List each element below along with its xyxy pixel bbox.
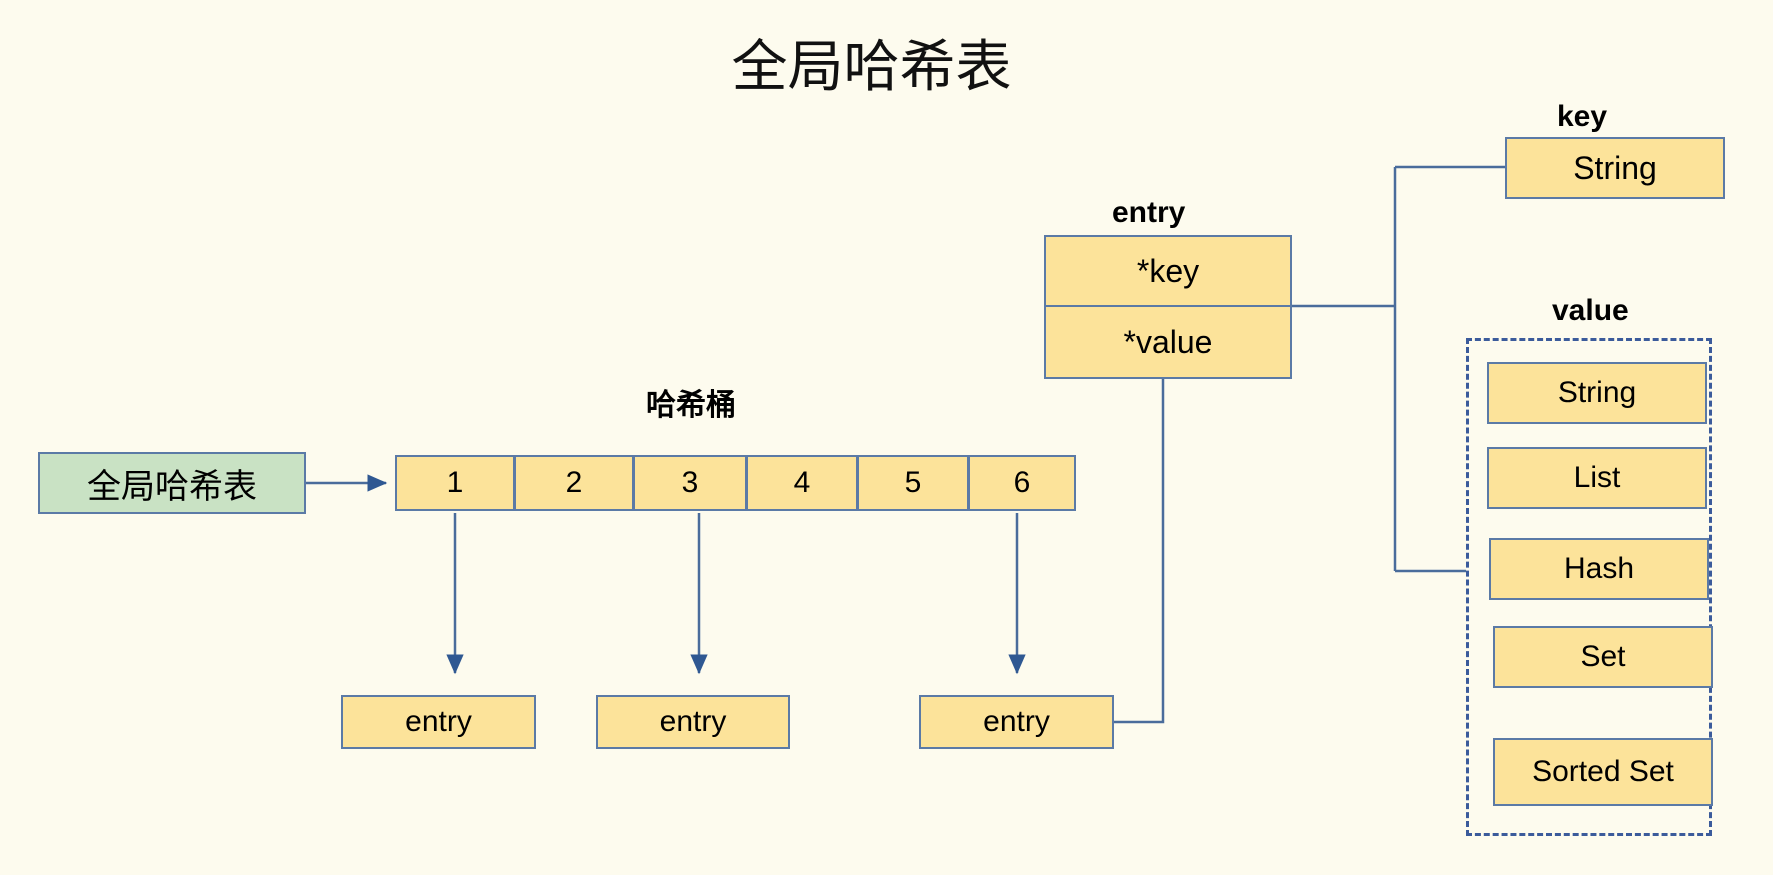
entry-detail-label: entry (1112, 196, 1186, 229)
bucket-cell-4-label: 4 (793, 466, 811, 499)
bucket-cell-5-label: 5 (904, 466, 922, 499)
value-type-set-label: Set (1580, 640, 1626, 673)
value-types-group (1466, 338, 1712, 836)
bucket-cell-5[interactable]: 5 (857, 455, 969, 511)
page-title-text: 全局哈希表 (731, 35, 1012, 98)
key-type-string-label: String (1573, 149, 1657, 186)
value-type-string-label: String (1557, 376, 1637, 409)
entry-detail-value-label: *value (1123, 323, 1213, 360)
entry-detail-value-field[interactable]: *value (1044, 305, 1292, 379)
bucket-cell-4[interactable]: 4 (746, 455, 858, 511)
value-type-sorted-set[interactable]: Sorted Set (1493, 738, 1713, 806)
entry-detail-key-label: *key (1136, 252, 1200, 289)
bucket-cell-3[interactable]: 3 (633, 455, 747, 511)
bucket-cell-6[interactable]: 6 (968, 455, 1076, 511)
bucket-cell-2-label: 2 (565, 466, 583, 499)
value-type-sorted-set-label: Sorted Set (1532, 755, 1674, 788)
global-hash-table-label: 全局哈希表 (87, 467, 257, 506)
hash-bucket-section-label: 哈希桶 (646, 389, 736, 422)
key-type-string[interactable]: String (1505, 137, 1725, 199)
entry-box-1[interactable]: entry (341, 695, 536, 749)
entry-box-2[interactable]: entry (596, 695, 790, 749)
entry-box-1-label: entry (405, 705, 472, 738)
value-section-label: value (1552, 294, 1629, 327)
value-type-list[interactable]: List (1487, 447, 1707, 509)
bucket-cell-6-label: 6 (1013, 466, 1031, 499)
entry-box-3-label: entry (983, 705, 1050, 738)
entry-detail-key-field[interactable]: *key (1044, 235, 1292, 307)
global-hash-table-box[interactable]: 全局哈希表 (38, 452, 306, 514)
value-type-list-label: List (1573, 461, 1621, 494)
entry-box-3[interactable]: entry (919, 695, 1114, 749)
value-type-hash-label: Hash (1563, 552, 1635, 585)
value-type-set[interactable]: Set (1493, 626, 1713, 688)
value-type-hash[interactable]: Hash (1489, 538, 1709, 600)
entry-box-2-label: entry (659, 705, 727, 738)
wire-value-to-entry3 (1114, 379, 1165, 724)
bucket-cell-3-label: 3 (681, 466, 699, 499)
bucket-cell-1[interactable]: 1 (395, 455, 515, 511)
page-title: 全局哈希表 (0, 22, 1773, 103)
value-type-string[interactable]: String (1487, 362, 1707, 424)
bucket-cell-2[interactable]: 2 (514, 455, 634, 511)
key-section-label: key (1557, 100, 1608, 133)
bucket-cell-1-label: 1 (446, 466, 464, 499)
